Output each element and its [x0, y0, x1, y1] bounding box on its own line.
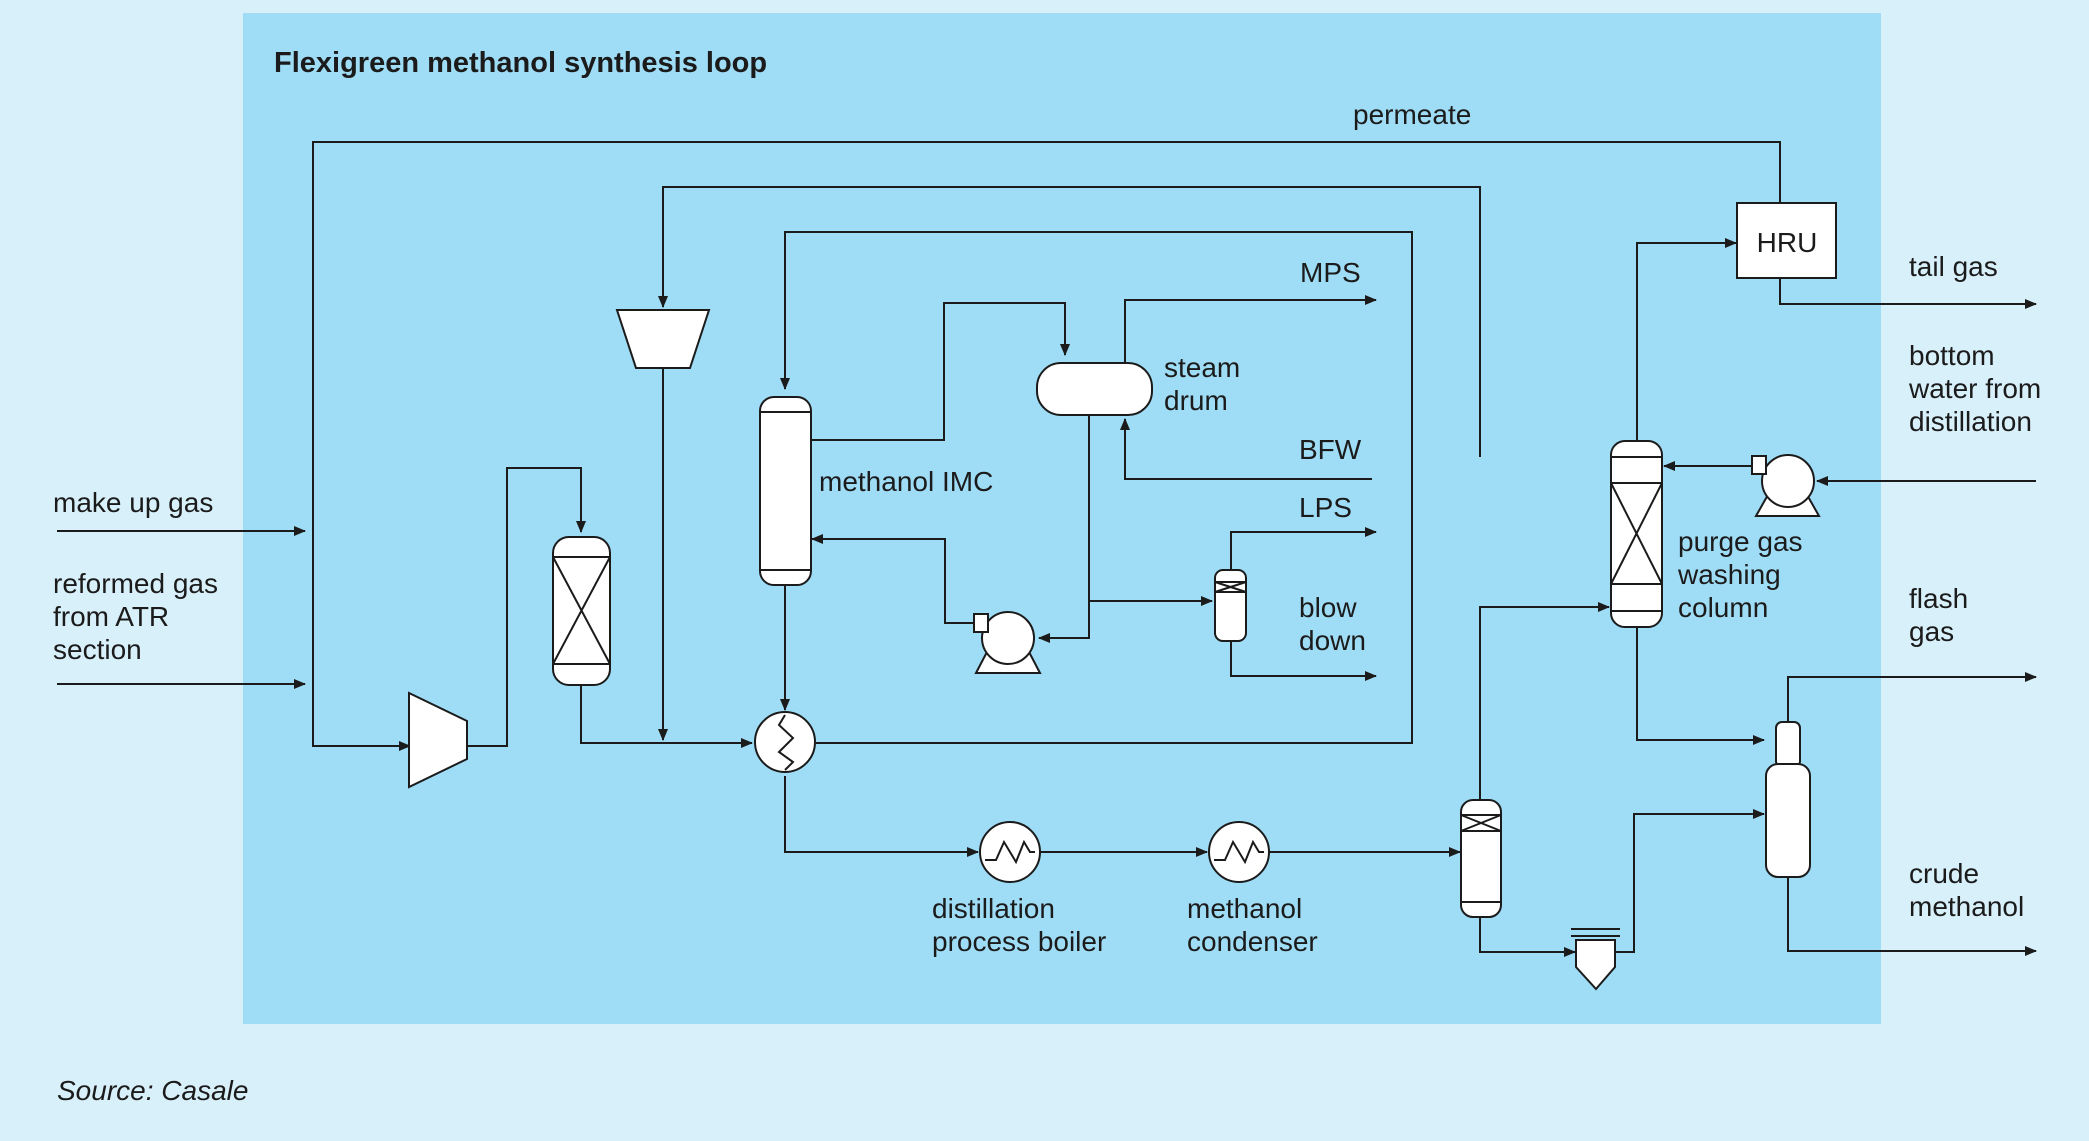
blow-down-label: blow down	[1299, 592, 1366, 656]
purge-gas-column-label: purge gas washing column	[1677, 526, 1810, 623]
crude-methanol-line-1: crude	[1909, 858, 1979, 889]
purge-gas-column-line-1: purge gas	[1678, 526, 1803, 557]
blowdown-drum	[1214, 569, 1247, 642]
source-caption: Source: Casale	[57, 1075, 248, 1106]
crude-methanol-label: crude methanol	[1909, 858, 2024, 922]
exchanger-to-boiler-line	[784, 776, 979, 857]
hp-separator	[1460, 799, 1502, 918]
crude-methanol-line	[1787, 876, 2037, 956]
imc-to-steam-drum-line	[811, 302, 1070, 441]
methanol-imc-reactor	[759, 396, 812, 586]
piping	[57, 141, 2037, 957]
adiabatic-reactor	[552, 536, 611, 686]
make-up-gas-label: make up gas	[53, 487, 213, 518]
let-down-vessel	[1571, 928, 1620, 991]
blow-down-line-2: down	[1299, 625, 1366, 656]
bottom-water-label: bottom water from distillation	[1908, 340, 2049, 437]
recycle-circulator	[615, 309, 711, 369]
bottom-water-line-3: distillation	[1909, 406, 2032, 437]
permeate-label: permeate	[1353, 99, 1471, 130]
reformed-gas-line-1: reformed gas	[53, 568, 218, 599]
purge-gas-column-line-3: column	[1678, 592, 1768, 623]
methanol-condenser-line-1: methanol	[1187, 893, 1302, 924]
purge-gas-column-line-2: washing	[1677, 559, 1781, 590]
methanol-imc-label: methanol IMC	[819, 466, 993, 497]
steam-drum	[1036, 362, 1153, 416]
methanol-condenser-label: methanol condenser	[1187, 893, 1318, 957]
steam-drum-label: steam drum	[1164, 352, 1248, 416]
methanol-condenser	[1208, 821, 1270, 883]
feed-effluent-exchanger	[754, 711, 816, 773]
bottom-water-line-1: bottom	[1909, 340, 1995, 371]
blow-down-line	[1230, 640, 1377, 681]
mps-label: MPS	[1300, 257, 1361, 288]
lps-line	[1230, 527, 1377, 570]
crude-methanol-line-2: methanol	[1909, 891, 2024, 922]
mps-line	[1124, 295, 1377, 363]
recycle-to-circulator-line	[658, 186, 1481, 457]
distillation-process-boiler	[979, 821, 1041, 883]
diagram-panel	[243, 13, 1881, 1024]
letdown-to-flash-line	[1612, 809, 1765, 953]
column-to-flash-line	[1636, 627, 1765, 745]
reformed-gas-line-3: section	[53, 634, 142, 665]
steam-circulation-pump	[973, 611, 1042, 674]
blow-down-line-1: blow	[1299, 592, 1357, 623]
steam-drum-downcomer-line	[1038, 414, 1090, 643]
flash-drum	[1765, 721, 1811, 878]
compressor-to-reactor-line	[467, 467, 586, 747]
flash-gas-line-1: flash	[1909, 583, 1968, 614]
gas-to-column-line	[1479, 602, 1610, 800]
distillation-boiler-label: distillation process boiler	[932, 893, 1106, 957]
column-to-hru-line	[1636, 238, 1737, 441]
bfw-label: BFW	[1299, 434, 1362, 465]
hru-label: HRU	[1757, 227, 1818, 258]
bfw-line	[1120, 418, 1372, 480]
flash-gas-label: flash gas	[1909, 583, 1976, 647]
diagram-title: Flexigreen methanol synthesis loop	[274, 47, 767, 79]
reactor-to-exchanger-line	[580, 685, 753, 748]
permeate-line	[312, 141, 1781, 751]
lps-label: LPS	[1299, 492, 1352, 523]
tail-gas-label: tail gas	[1909, 251, 1998, 282]
wash-water-pump	[1751, 454, 1821, 517]
bottom-water-line-2: water from	[1908, 373, 2041, 404]
distillation-boiler-line-2: process boiler	[932, 926, 1106, 957]
reformed-gas-line-2: from ATR	[53, 601, 169, 632]
flash-gas-line-2: gas	[1909, 616, 1954, 647]
reformed-gas-label: reformed gas from ATR section	[53, 568, 226, 665]
distillation-boiler-line-1: distillation	[932, 893, 1055, 924]
pump-to-imc-line	[811, 534, 975, 624]
steam-drum-line-1: steam	[1164, 352, 1240, 383]
exchanger-loop-line	[780, 231, 1413, 744]
hru-unit	[1736, 202, 1837, 279]
steam-drum-line-2: drum	[1164, 385, 1228, 416]
tail-gas-line	[1779, 278, 2037, 309]
flash-gas-line	[1787, 672, 2037, 722]
separator-to-letdown-line	[1479, 916, 1576, 957]
makeup-compressor	[408, 691, 468, 789]
purge-gas-washing-column	[1610, 440, 1663, 628]
methanol-condenser-line-2: condenser	[1187, 926, 1318, 957]
